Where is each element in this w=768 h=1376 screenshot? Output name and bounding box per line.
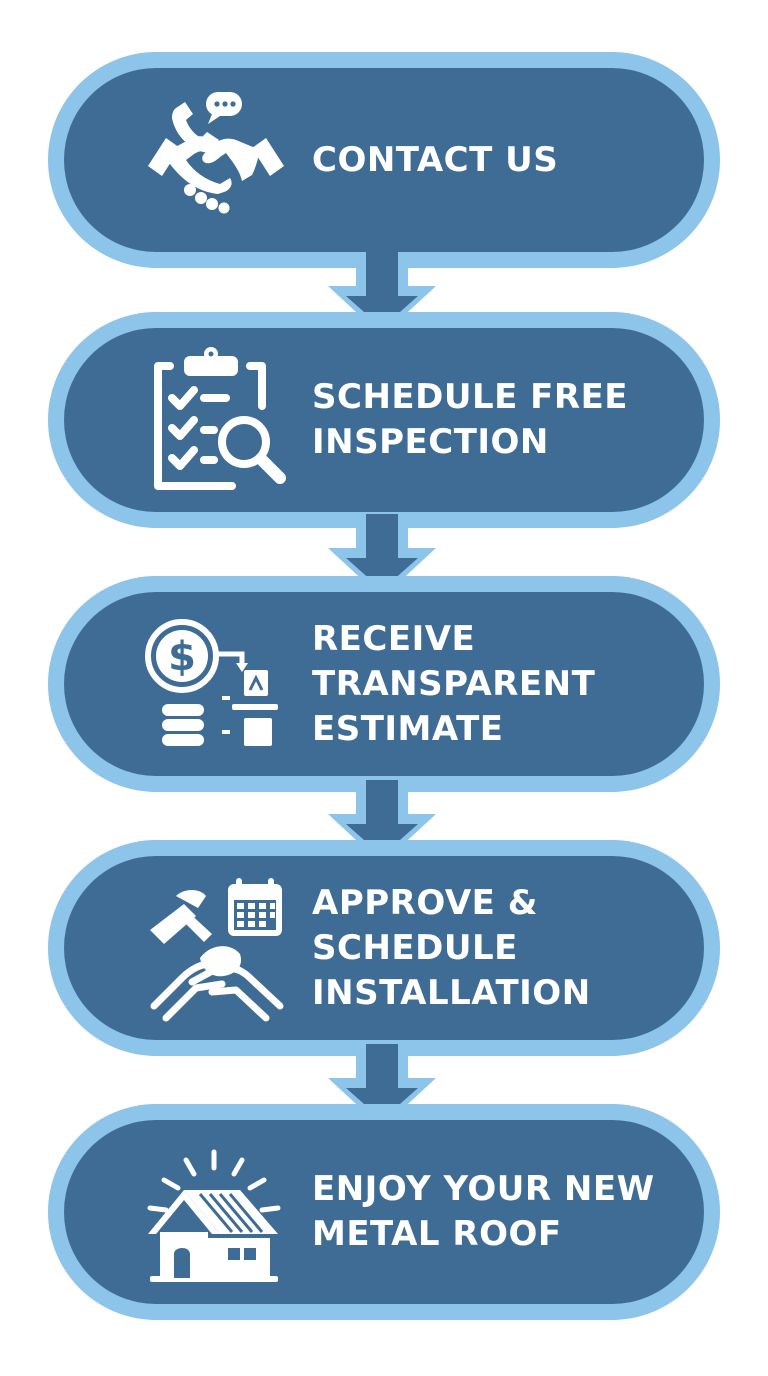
step-contact-us: CONTACT US <box>48 52 720 268</box>
step-pill: $ RECEIVE TRANSPARENT ESTIMATE <box>64 592 704 776</box>
step-label: ENJOY YOUR NEW METAL ROOF <box>312 1169 655 1254</box>
step-approve-schedule: APPROVE & SCHEDULE INSTALLATION <box>48 840 720 1056</box>
step-pill: ENJOY YOUR NEW METAL ROOF <box>64 1120 704 1304</box>
step-pill: APPROVE & SCHEDULE INSTALLATION <box>64 856 704 1040</box>
step-label: SCHEDULE FREE INSPECTION <box>312 377 629 462</box>
connector-arrow-4 <box>326 1044 438 1128</box>
connector-arrow-2 <box>326 514 438 598</box>
clipboard-magnifier-icon <box>154 347 286 490</box>
handshake-phone-icon <box>148 92 284 214</box>
house-roof-icon <box>147 1149 281 1282</box>
connector-arrow-3 <box>326 780 438 864</box>
hammer-calendar-hands-icon <box>150 878 284 1022</box>
step-pill: SCHEDULE FREE INSPECTION <box>64 328 704 512</box>
svg-text:$: $ <box>168 634 196 680</box>
step-label: CONTACT US <box>312 139 559 180</box>
step-receive-estimate: $ RECEIVE TRANSPARENT ESTIMATE <box>48 576 720 792</box>
dollar-estimate-icon: $ <box>145 619 278 746</box>
step-schedule-inspection: SCHEDULE FREE INSPECTION <box>48 312 720 528</box>
step-label: APPROVE & SCHEDULE INSTALLATION <box>312 882 591 1013</box>
step-enjoy-roof: ENJOY YOUR NEW METAL ROOF <box>48 1104 720 1320</box>
step-label: RECEIVE TRANSPARENT ESTIMATE <box>312 618 596 749</box>
step-pill: CONTACT US <box>64 68 704 252</box>
connector-arrow-1 <box>326 252 438 336</box>
